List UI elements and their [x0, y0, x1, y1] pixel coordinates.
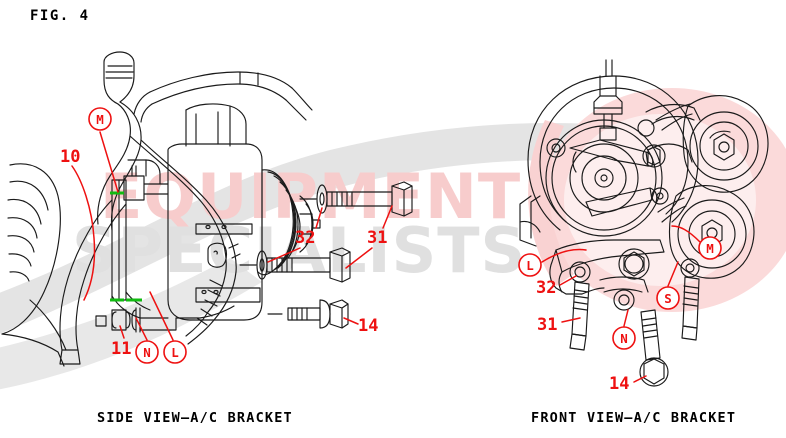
callout-n-side: N: [135, 340, 159, 364]
hose-lower-right: [129, 135, 241, 345]
ac-compressor-side: [167, 103, 321, 321]
drive-belt-front: [655, 103, 693, 223]
caption-front-view: FRONT VIEW—A/C BRACKET: [531, 410, 737, 426]
watermark-line2: SPECIALISTS: [72, 214, 526, 287]
callout-32-front: 32: [536, 278, 556, 298]
compressor-housing-front: [519, 75, 699, 247]
coolant-hose-upper: [97, 51, 142, 231]
leader-14-front: [633, 375, 647, 383]
callout-m-side-label: M: [96, 112, 104, 127]
callout-m-front: M: [698, 236, 722, 260]
callout-11-side: 11: [111, 339, 131, 359]
callout-14-front: 14: [609, 374, 629, 394]
callout-32-side: 32: [295, 228, 315, 248]
ac-hose-diagonal: [133, 71, 313, 123]
callout-m-side: M: [88, 107, 112, 131]
leader-31-side-lower: [345, 247, 373, 269]
leader-10-side: [71, 165, 96, 301]
leader-n-front: [623, 309, 629, 327]
leader-m-side: [99, 131, 119, 193]
bolt-31-lower-side: [239, 247, 351, 283]
circle-callouts: M N L L M S N: [88, 107, 722, 364]
callout-31-side: 31: [367, 228, 387, 248]
leader-s-front: [667, 261, 679, 287]
bushing-assembly-side: [95, 305, 235, 333]
callout-14-side: 14: [358, 316, 378, 336]
leader-n-side: [135, 317, 148, 341]
number-callouts: 10 11 32 31 14 32 31 14: [60, 147, 629, 394]
side-view-assembly: [1, 51, 413, 367]
callout-l-side-label: L: [171, 345, 179, 360]
engine-block-left: [1, 163, 67, 367]
mount-pad-side: [195, 223, 261, 303]
caption-side-view: SIDE VIEW—A/C BRACKET: [97, 410, 293, 426]
callout-n-front: N: [612, 326, 636, 350]
idler-pulley-upper: [682, 95, 769, 193]
bolt-right-front: [680, 258, 700, 341]
leader-14-side: [343, 317, 359, 325]
top-mount-front: [593, 59, 623, 141]
bolt-31-front: [569, 261, 591, 351]
callout-l-front-label: L: [526, 258, 534, 273]
leader-32-front: [559, 275, 577, 286]
callout-m-front-label: M: [706, 241, 714, 256]
bolt-14-side: [267, 299, 349, 329]
callout-31-front: 31: [537, 315, 557, 335]
leader-31-side-upper: [382, 205, 393, 229]
leader-32-side-lower: [267, 247, 301, 263]
figure-title: FIG. 4: [30, 8, 90, 24]
highlight-marks: [110, 191, 142, 302]
front-view-assembly: [519, 59, 769, 387]
leader-31-front: [561, 317, 581, 323]
leader-11-side: [119, 325, 125, 339]
bolt-31-upper-side: [299, 181, 413, 217]
leader-32-side-upper: [315, 207, 323, 229]
watermark-line1: EQUIPMENT: [100, 160, 521, 233]
bracket-arm-front: [642, 103, 701, 168]
callout-10-side: 10: [60, 147, 80, 167]
leader-m-front: [671, 225, 701, 243]
bolt-14-front: [639, 309, 669, 387]
leader-l-side: [149, 291, 174, 341]
lower-bracket-front: [549, 239, 665, 311]
callout-s-front-label: S: [664, 291, 672, 306]
callout-n-front-label: N: [620, 331, 628, 346]
leader-l-front: [541, 248, 587, 263]
callout-n-side-label: N: [143, 345, 151, 360]
callout-s-front: S: [656, 286, 680, 310]
callout-l-front: L: [518, 253, 542, 277]
callout-l-side: L: [163, 340, 187, 364]
